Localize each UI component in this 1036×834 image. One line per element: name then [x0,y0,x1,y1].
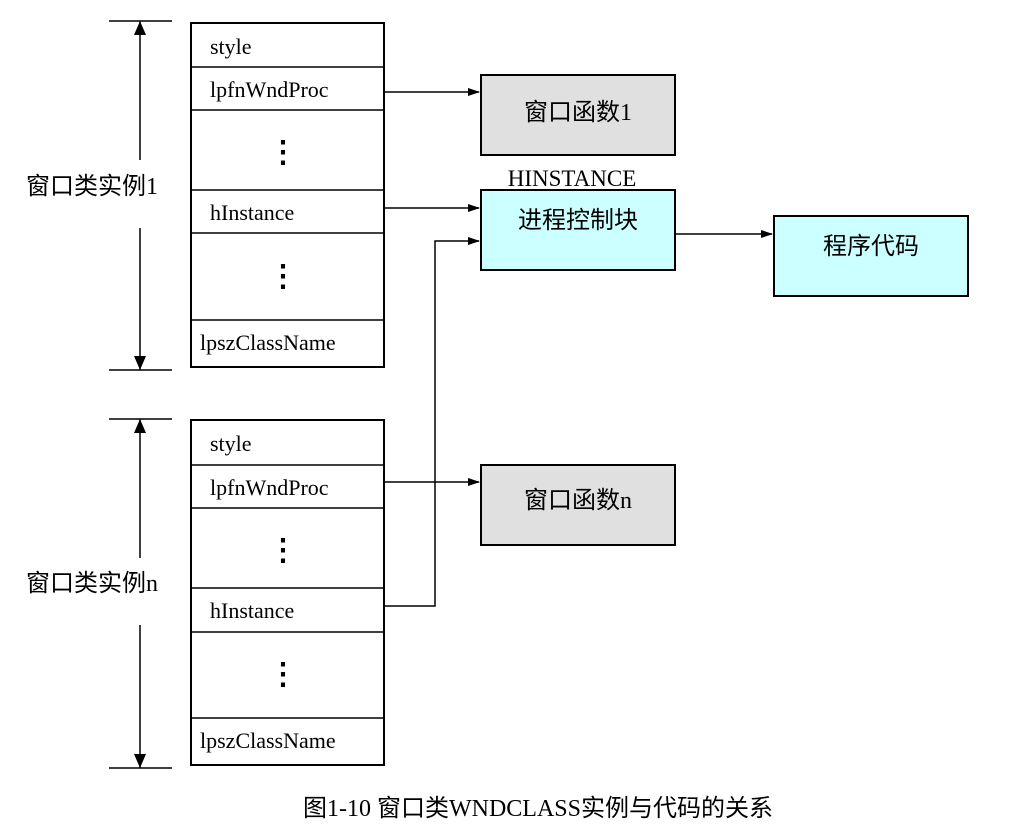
instance-1-bracket [109,20,172,371]
instance-1-label: 窗口类实例1 [26,173,158,200]
instance-1-field-hinstance: hInstance [210,200,294,225]
instance-n-field-hinstance: hInstance [210,598,294,623]
wndproc-n-label: 窗口函数n [524,487,632,514]
instance-n-field-style: style [210,431,252,456]
process-control-block-box: 进程控制块 [480,189,676,271]
instance-1-struct: style lpfnWndProc ⋮ hInstance ⋮ lpszClas… [190,22,385,368]
instance-n-field-ellipsis-1: ⋮ [268,534,298,567]
hinstance-label: HINSTANCE [508,166,637,191]
instance-n-field-lpfnwndproc: lpfnWndProc [210,475,329,500]
instance-1-field-lpfnwndproc: lpfnWndProc [210,77,329,102]
program-code-box: 程序代码 [773,215,969,297]
wndproc-n-box: 窗口函数n [480,464,676,546]
instance-1-field-ellipsis-2: ⋮ [268,260,298,293]
program-code-label: 程序代码 [823,233,919,260]
instance-n-struct: style lpfnWndProc ⋮ hInstance ⋮ lpszClas… [190,419,385,766]
instance-1-field-ellipsis-1: ⋮ [268,136,298,169]
instance-n-field-ellipsis-2: ⋮ [268,658,298,691]
instance-1-field-lpszclassname: lpszClassName [200,330,336,355]
wndproc-1-box: 窗口函数1 [480,74,676,156]
instance-n-field-lpszclassname: lpszClassName [200,728,336,753]
instance-n-label: 窗口类实例n [26,570,158,597]
wndproc-1-label: 窗口函数1 [524,99,632,126]
instance-n-bracket [109,418,172,769]
arrow-hinstance-n [384,237,480,607]
figure-caption: 图1-10 窗口类WNDCLASS实例与代码的关系 [303,795,773,822]
process-control-block-label: 进程控制块 [518,207,638,234]
instance-1-field-style: style [210,34,252,59]
